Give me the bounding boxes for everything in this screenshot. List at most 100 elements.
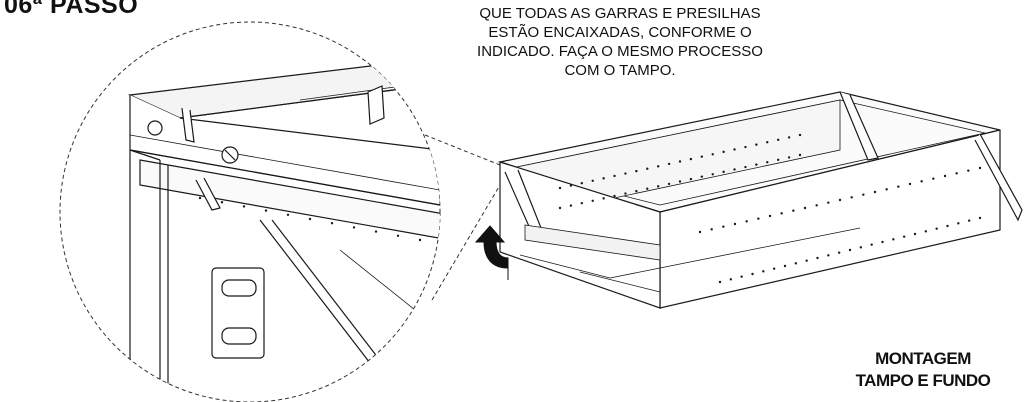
perforation-dot (580, 181, 584, 185)
perforation-dot (744, 145, 747, 149)
perforation-dot (580, 201, 584, 205)
perforation-dot (700, 175, 704, 178)
perforation-dot (678, 180, 682, 183)
perforation-dot (776, 158, 780, 162)
perforation-dot (776, 138, 780, 142)
instruction-line: QUE TODAS AS GARRAS E PRESILHAS (479, 5, 761, 22)
perforation-dot (755, 143, 758, 146)
perforation-dot (805, 259, 808, 262)
perforation-dot (352, 226, 356, 229)
perforation-dot (798, 153, 802, 157)
perforation-dot (881, 240, 884, 244)
perforation-dot (787, 156, 791, 159)
perforation-dot (264, 209, 268, 212)
perforation-dot (635, 169, 638, 173)
perforation-dot (656, 185, 660, 188)
perforation-dot (602, 197, 605, 200)
perforation-dot (569, 184, 573, 187)
perforation-dot (624, 192, 627, 195)
perforation-dot (838, 198, 842, 202)
perforation-dot (955, 172, 958, 175)
perforation-dot (766, 161, 769, 164)
perforation-dot (624, 172, 627, 175)
perforation-dot (374, 230, 378, 233)
caption: MONTAGEM TAMPO E FUNDO (828, 348, 1018, 392)
instruction-line: ESTÃO ENCAIXADAS, CONFORME O (488, 24, 752, 41)
perforation-dot (870, 243, 873, 246)
perforation-dot (978, 166, 982, 170)
curved-arrow-icon (474, 225, 509, 280)
perforation-dot (873, 190, 877, 194)
perforation-dot (885, 188, 888, 191)
perforation-dot (794, 262, 798, 265)
perforation-dot (418, 238, 422, 242)
perforation-dot (689, 177, 693, 181)
perforation-dot (935, 227, 938, 230)
perforation-dot (635, 189, 638, 193)
caption-line: MONTAGEM (875, 349, 971, 368)
perforation-dot (850, 196, 853, 199)
perforation-dot (815, 204, 818, 207)
perforation-dot (646, 167, 649, 170)
perforation-dot (729, 278, 733, 281)
perforation-dot (755, 163, 758, 166)
perforation-dot (772, 267, 776, 270)
perforation-dot (198, 196, 202, 200)
perforation-dot (967, 169, 970, 172)
caption-line: TAMPO E FUNDO (855, 371, 991, 390)
perforation-dot (667, 182, 671, 186)
perforation-dot (787, 136, 791, 139)
perforation-dot (286, 213, 290, 216)
perforation-dot (656, 165, 660, 168)
perforation-dot (733, 168, 736, 171)
instruction-text: QUE TODAS AS GARRAS E PRESILHAS ESTÃO EN… (420, 4, 820, 80)
perforation-dot (837, 251, 841, 254)
perforation-dot (897, 185, 900, 188)
zoom-detail (59, 21, 441, 402)
perforation-dot (744, 165, 747, 169)
perforation-dot (816, 256, 819, 260)
perforation-dot (711, 173, 714, 176)
perforation-dot (308, 217, 312, 221)
perforation-dot (613, 174, 616, 178)
perforation-dot (689, 157, 693, 161)
perforation-dot (700, 155, 704, 158)
perforation-dot (957, 222, 960, 225)
perforation-dot (762, 270, 765, 273)
screw-icon (147, 120, 163, 136)
perforation-dot (978, 216, 982, 220)
perforation-dot (678, 160, 682, 163)
perforation-dot (646, 187, 649, 190)
perforation-dot (722, 225, 725, 228)
perforation-dot (667, 162, 671, 166)
perforation-dot (740, 275, 743, 278)
perforation-dot (792, 209, 795, 212)
perforation-dot (766, 141, 769, 144)
perforation-dot (591, 199, 594, 202)
step-title: 06ª PASSO (4, 0, 139, 19)
perforation-dot (710, 228, 713, 231)
perforation-dot (722, 150, 725, 154)
perforation-dot (242, 205, 246, 208)
perforation-dot (924, 230, 928, 233)
perforation-dot (827, 201, 830, 204)
perforation-dot (967, 219, 971, 222)
perforation-dot (722, 170, 725, 174)
perforation-dot (558, 206, 562, 210)
perforation-dot (602, 177, 605, 180)
perforation-dot (902, 235, 906, 238)
perforation-dot (946, 224, 949, 228)
perforation-dot (862, 193, 865, 196)
perforation-dot (920, 180, 923, 183)
perforation-dot (220, 201, 224, 204)
perforation-dot (783, 264, 787, 268)
perforation-dot (733, 148, 736, 151)
perforation-dot (733, 222, 737, 226)
perforation-dot (932, 177, 935, 180)
perforation-dot (569, 204, 573, 207)
perforation-dots (198, 133, 982, 284)
instruction-line: INDICADO. FAÇA O MESMO PROCESSO (477, 43, 763, 60)
perforation-dot (698, 230, 702, 234)
perforation-dot (908, 182, 912, 186)
